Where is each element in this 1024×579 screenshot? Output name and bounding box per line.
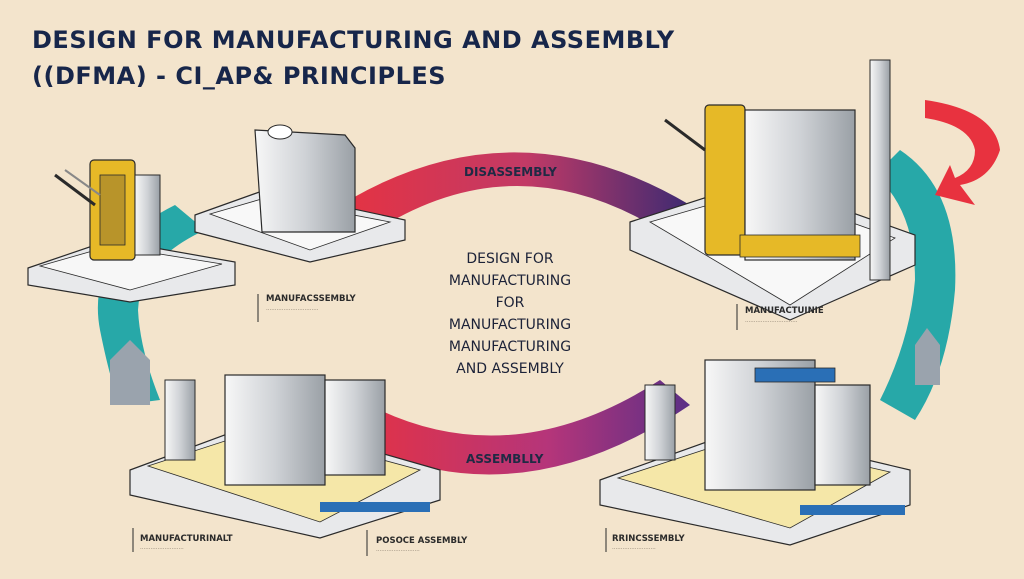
- center-line: MANUFACTURING: [448, 273, 572, 289]
- center-line: MANUFACTURING: [448, 339, 572, 355]
- up-arrow-icon: [915, 328, 940, 385]
- center-line: DESIGN FOR: [466, 251, 554, 267]
- caption-top-left: MANUFACSSEMBLY: [266, 294, 356, 304]
- center-line: MANUFACTURING: [448, 317, 572, 333]
- page-title-line2: ((DFMA) - CI_AP& PRINCIPLES: [32, 62, 447, 90]
- caption-bottom-left-sub: ·························: [140, 546, 184, 552]
- assembly-arc: [335, 380, 690, 475]
- curved-return-arrow-icon: [925, 100, 1000, 205]
- assembly-label: ASSEMBLLY: [466, 452, 544, 466]
- caption-bottom-right-sub: ·························: [612, 546, 656, 552]
- caption-bottom-center: POSOCE ASSEMBLY: [376, 536, 468, 546]
- device-top-center: [194, 124, 406, 263]
- device-bottom-right: [599, 359, 911, 546]
- caption-bottom-left: MANUFACTURINALT: [140, 534, 233, 544]
- caption-top-left-sub: ······························: [266, 307, 319, 313]
- device-bottom-left: [129, 374, 441, 539]
- up-arrow-icon: [110, 340, 150, 405]
- center-principles-text: DESIGN FOR MANUFACTURING FOR MANUFACTURI…: [410, 248, 610, 380]
- caption-top-right: MANUFACTUINIE: [745, 306, 824, 316]
- caption-bottom-center-sub: ·························: [376, 548, 420, 554]
- device-top-right: [629, 59, 916, 321]
- center-line: FOR: [495, 295, 525, 311]
- page-title-line1: DESIGN FOR MANUFACTURING AND ASSEMBLY: [32, 26, 675, 54]
- caption-bottom-right: RRINCSSEMBLY: [612, 534, 685, 544]
- caption-top-right-sub: ······························: [745, 319, 798, 325]
- disassembly-label: DISASSEMBLY: [464, 165, 557, 179]
- center-line: AND ASSEMBLY: [456, 361, 564, 377]
- device-top-left: [27, 159, 236, 303]
- disassembly-arc: [325, 152, 690, 245]
